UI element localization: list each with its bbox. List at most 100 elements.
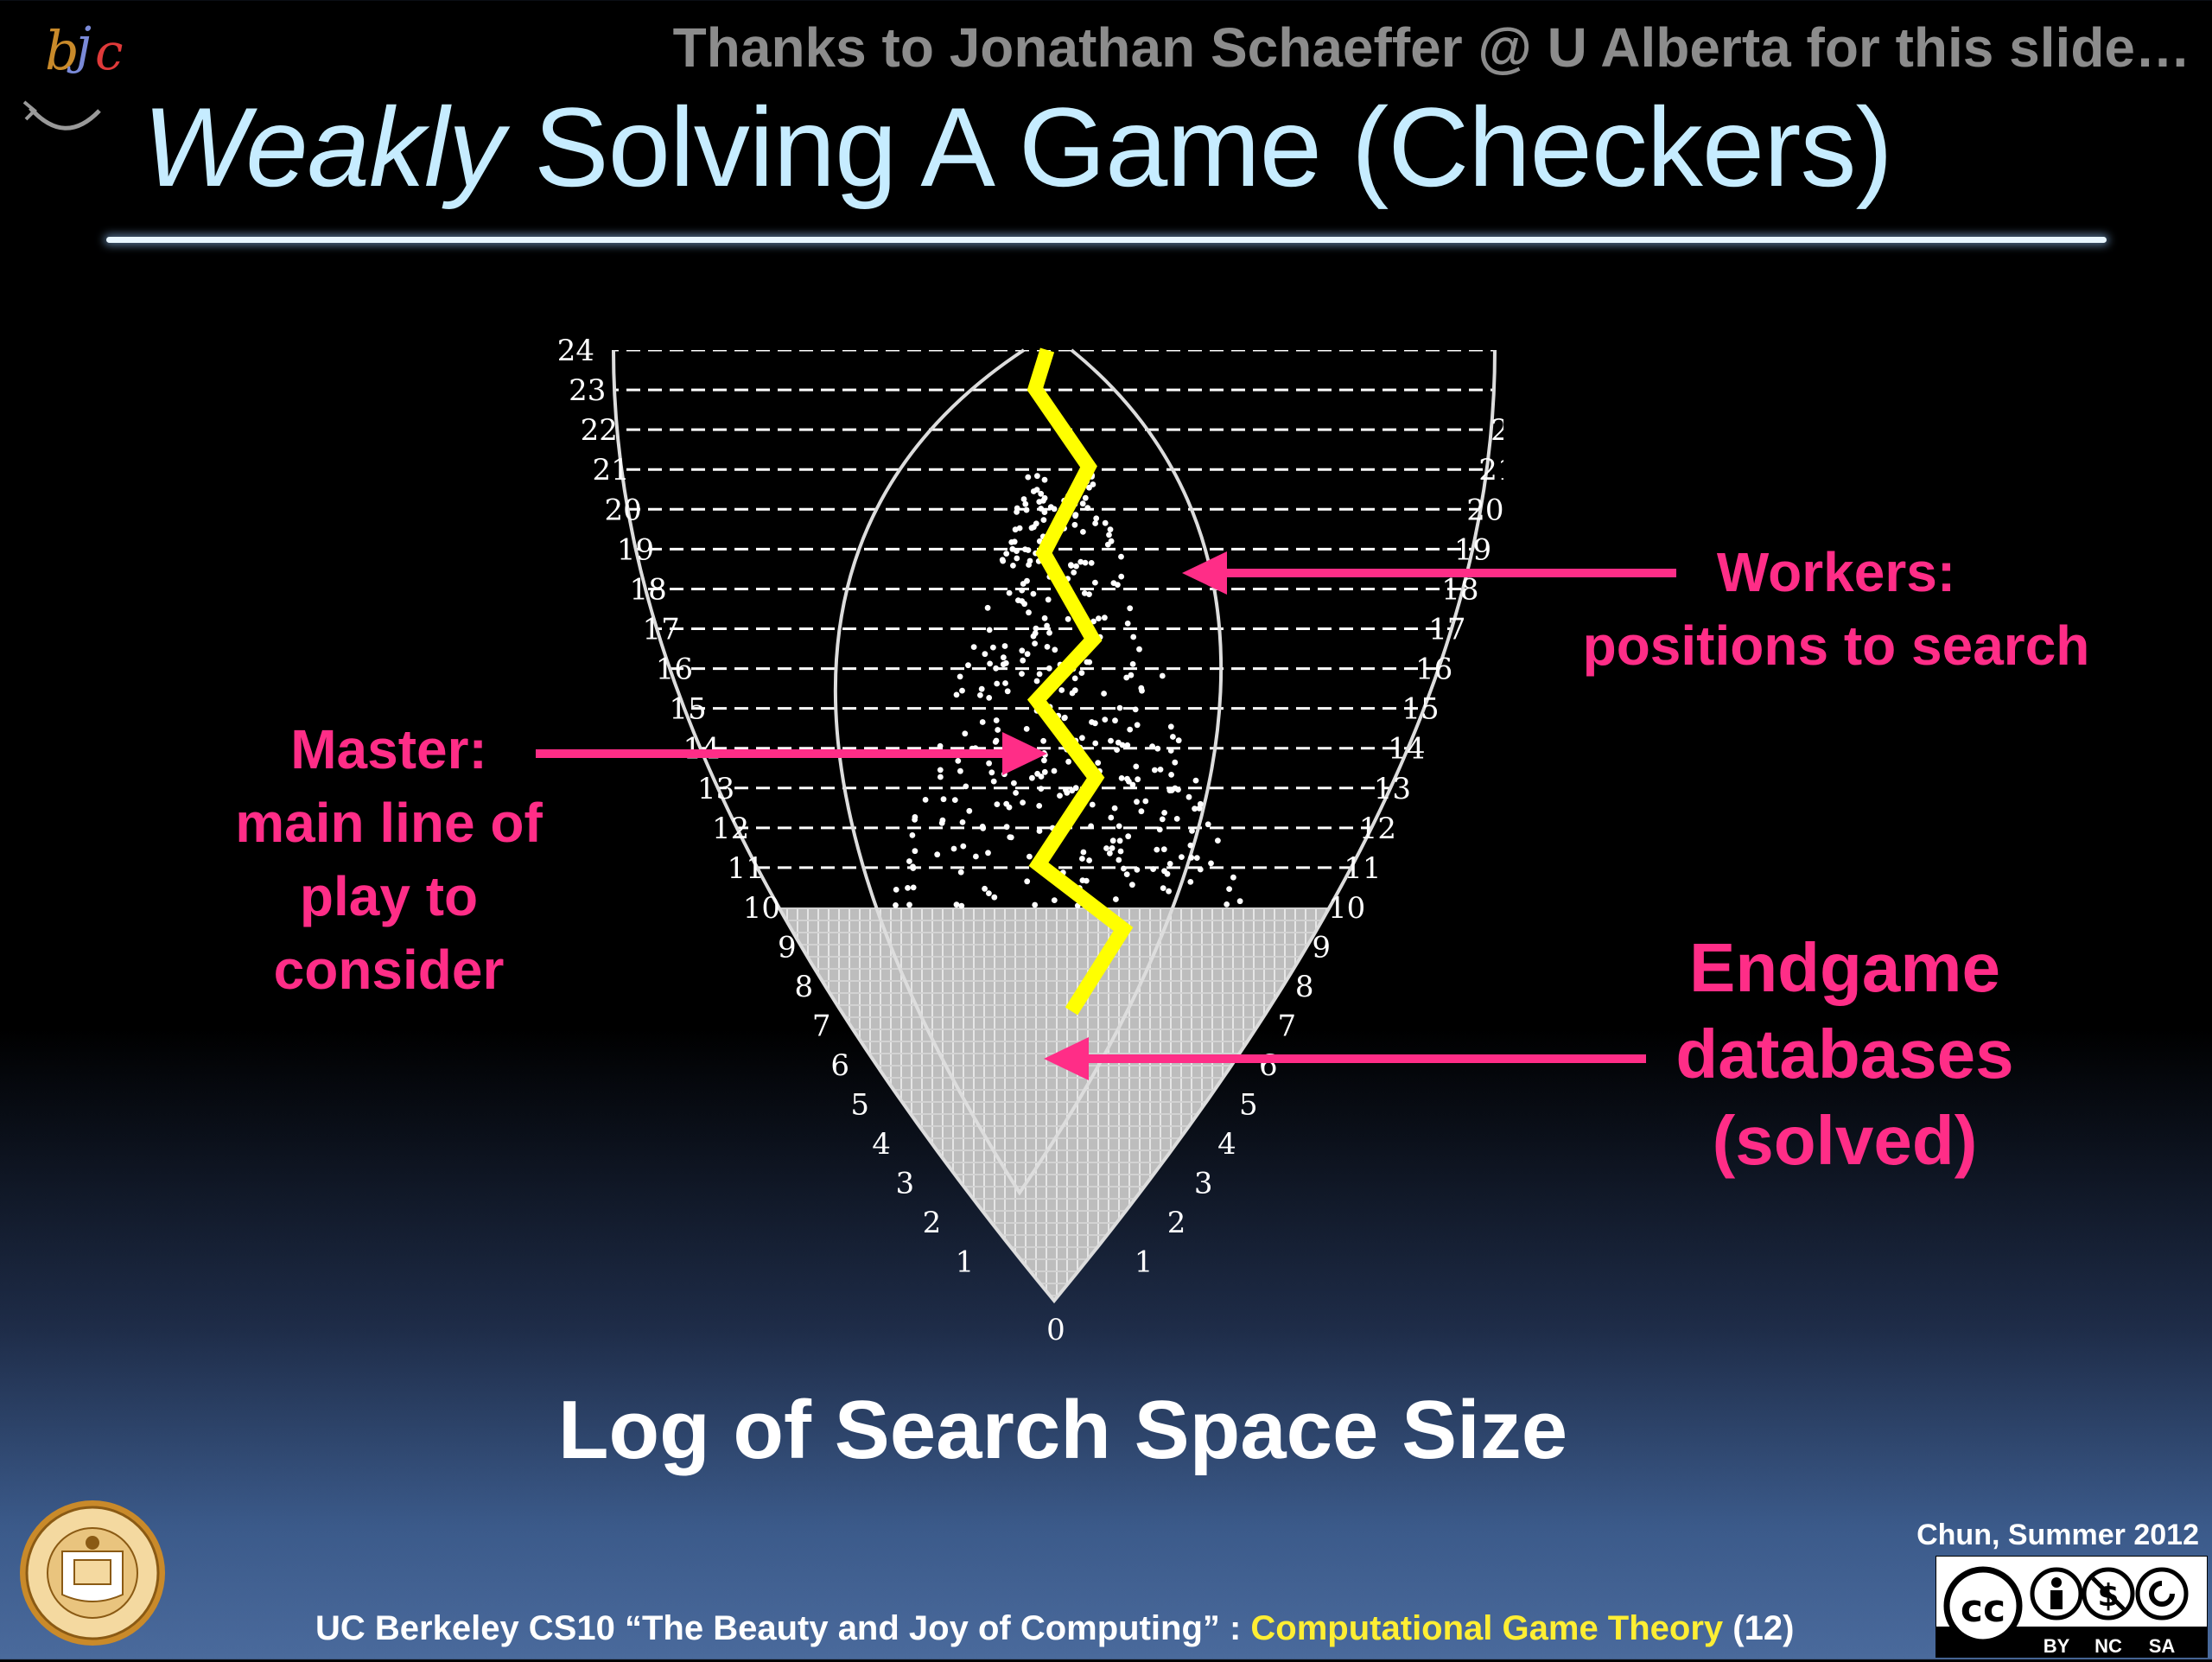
worker-dot [1020, 799, 1026, 806]
worker-dot [1103, 845, 1109, 851]
worker-dot [1109, 845, 1116, 851]
worker-dot [1168, 772, 1174, 778]
worker-dot [1079, 856, 1085, 862]
worker-dot [1032, 640, 1038, 646]
worker-dot [1001, 654, 1007, 661]
worker-dot [1138, 685, 1145, 691]
worker-dot [959, 819, 966, 825]
worker-dot [1038, 490, 1045, 497]
worker-dot [1080, 529, 1086, 535]
worker-dot [957, 673, 963, 680]
worker-dot [1089, 719, 1095, 725]
worker-dot [1124, 742, 1131, 748]
worker-dot [1051, 767, 1058, 774]
svg-text:b: b [45, 19, 79, 82]
level-label-right: 19 [1454, 532, 1491, 567]
worker-dot [1002, 680, 1008, 686]
worker-dot [1161, 810, 1167, 816]
worker-dot [1014, 548, 1020, 554]
worker-dot [1108, 737, 1114, 744]
worker-dot [1036, 499, 1043, 505]
worker-dot [1090, 618, 1096, 625]
worker-dot [1197, 866, 1204, 873]
level-label-left: 4 [872, 1127, 891, 1162]
worker-dot [1029, 774, 1035, 781]
worker-dot [957, 869, 964, 876]
level-label-left: 5 [850, 1088, 869, 1123]
worker-dot [1170, 734, 1176, 740]
worker-dot [1086, 484, 1092, 491]
level-label-right: 7 [1278, 1009, 1297, 1044]
worker-dot [1003, 551, 1010, 557]
worker-dot [1065, 758, 1071, 765]
worker-dot [893, 902, 899, 908]
worker-dot [910, 863, 916, 870]
worker-dot [1154, 846, 1160, 853]
worker-dot [1004, 688, 1011, 695]
worker-dot [1102, 519, 1109, 526]
level-label-right: 14 [1388, 732, 1425, 767]
worker-dot [1011, 780, 1017, 786]
worker-dot [1152, 767, 1158, 774]
level-label-left: 15 [669, 692, 706, 727]
worker-dot [1025, 474, 1032, 481]
worker-dot [1038, 506, 1045, 512]
worker-dot [1113, 896, 1119, 902]
worker-dot [1019, 587, 1026, 594]
worker-dot [1118, 573, 1125, 580]
worker-dot [1051, 897, 1058, 903]
worker-dot [994, 801, 1001, 807]
worker-dot [986, 760, 992, 767]
worker-dot [1046, 665, 1052, 672]
worker-dot [1208, 860, 1214, 867]
worker-dot [991, 894, 998, 901]
worker-dot [1116, 837, 1123, 844]
worker-dot [985, 850, 991, 856]
worker-dot [973, 853, 979, 860]
worker-dot [1031, 524, 1037, 531]
worker-dot [1108, 814, 1115, 821]
worker-dot [906, 901, 912, 908]
level-label-right: 22 [1491, 413, 1503, 448]
worker-dot [1001, 643, 1008, 649]
worker-dot [1058, 687, 1065, 693]
worker-dot [906, 858, 912, 864]
level-label-right: 2 [1167, 1206, 1186, 1240]
master-line-2: main line of [235, 792, 543, 854]
level-label-left: 7 [812, 1009, 831, 1044]
worker-dot [1166, 861, 1173, 867]
endgame-arrow-head [1044, 1037, 1089, 1080]
worker-dot [1021, 601, 1027, 608]
worker-dot [1079, 735, 1085, 742]
title-emphasis: Weakly [143, 84, 505, 210]
level-label-right: 20 [1466, 493, 1503, 527]
worker-dot [1023, 726, 1030, 732]
cc-label-sa: SA [2149, 1635, 2176, 1657]
worker-dot [1129, 781, 1136, 788]
worker-dot [1083, 877, 1090, 884]
worker-dot [893, 887, 899, 893]
worker-dot [963, 783, 969, 790]
worker-dot [1081, 590, 1088, 596]
worker-dot [938, 819, 945, 826]
worker-dot [962, 730, 969, 737]
worker-dot [1071, 521, 1078, 528]
level-label-right: 11 [1344, 851, 1381, 886]
worker-dot [1095, 760, 1102, 766]
level-label-left: 20 [605, 493, 642, 527]
worker-dot [1007, 834, 1014, 841]
bjc-logo: b j c [9, 9, 130, 138]
worker-dot [1038, 786, 1045, 792]
worker-dot [1036, 828, 1043, 834]
axis-label: Log of Search Space Size [557, 1384, 1568, 1476]
worker-dot [1014, 509, 1020, 515]
worker-dot [1033, 625, 1039, 632]
worker-dot [988, 769, 995, 776]
worker-dot [1003, 824, 1010, 831]
worker-dot [1161, 868, 1167, 875]
worker-dot [951, 797, 958, 803]
cc-license-badge: cc $ BY NC SA [1935, 1555, 2209, 1659]
worker-dot [1172, 759, 1179, 766]
worker-dot [1040, 737, 1046, 744]
